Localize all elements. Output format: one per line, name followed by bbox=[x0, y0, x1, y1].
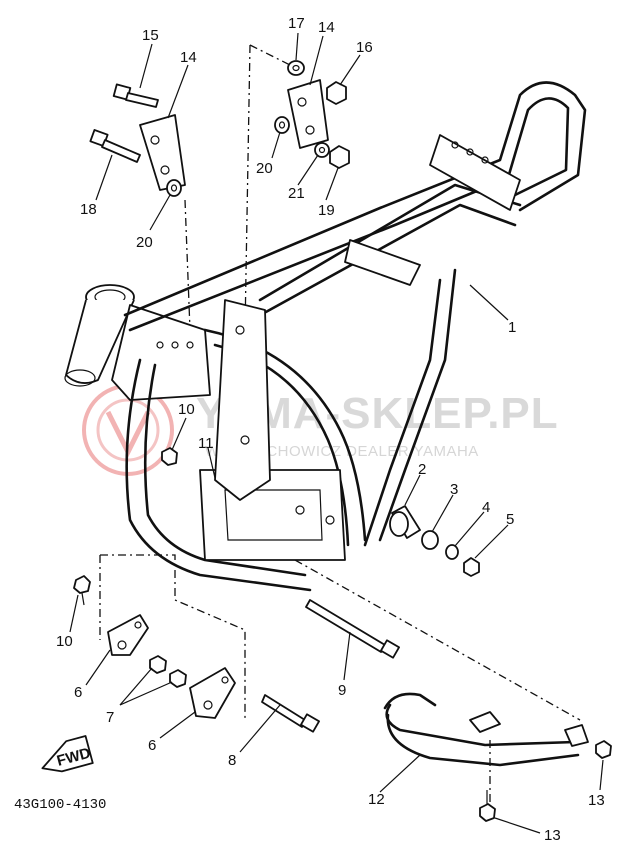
callout-14-right: 14 bbox=[318, 19, 335, 36]
seat-crossmember bbox=[429, 134, 521, 211]
frame-holes bbox=[156, 141, 489, 525]
callout-4: 4 bbox=[482, 499, 490, 516]
bolt-8 bbox=[261, 694, 320, 733]
engine-bracket-6-upper bbox=[107, 614, 149, 656]
nut-7b bbox=[169, 669, 187, 688]
bolt-18 bbox=[89, 129, 141, 163]
fwd-arrow: FWD bbox=[41, 735, 94, 773]
washer-17 bbox=[287, 60, 305, 76]
nut-5 bbox=[463, 557, 480, 577]
pivot-plate bbox=[214, 299, 271, 501]
callout-6-lower: 6 bbox=[148, 737, 156, 754]
washer-20-left bbox=[166, 179, 182, 197]
callout-6-upper: 6 bbox=[74, 684, 82, 701]
bolt-10-lower bbox=[73, 575, 91, 606]
callout-21: 21 bbox=[288, 185, 305, 202]
callout-18: 18 bbox=[80, 201, 97, 218]
callout-11: 11 bbox=[198, 435, 214, 452]
callout-13-right: 13 bbox=[588, 792, 605, 809]
washer-20-right bbox=[274, 116, 290, 134]
callout-16: 16 bbox=[356, 39, 373, 56]
bolt-10-upper bbox=[161, 447, 178, 466]
callout-1: 1 bbox=[508, 319, 516, 336]
callout-10-upper: 10 bbox=[178, 401, 195, 418]
engine-bracket-6-lower bbox=[189, 667, 236, 719]
callout-17: 17 bbox=[288, 15, 305, 32]
nut-19 bbox=[329, 145, 350, 169]
nut-7a bbox=[149, 655, 167, 674]
callout-14-left: 14 bbox=[180, 49, 197, 66]
washer-21 bbox=[314, 142, 330, 158]
callout-5: 5 bbox=[506, 511, 514, 528]
callout-20-left: 20 bbox=[136, 234, 153, 251]
callout-10-lower: 10 bbox=[56, 633, 73, 650]
callout-19: 19 bbox=[318, 202, 335, 219]
main-frame-assembly bbox=[64, 81, 587, 592]
cross-brace bbox=[344, 239, 421, 286]
callout-15: 15 bbox=[142, 27, 159, 44]
head-pipe bbox=[64, 284, 135, 387]
callout-7: 7 bbox=[106, 709, 114, 726]
bolt-15 bbox=[112, 83, 159, 108]
under-guard-12 bbox=[383, 692, 589, 767]
callout-2: 2 bbox=[418, 461, 426, 478]
engine-bracket-right bbox=[287, 79, 329, 149]
callout-3: 3 bbox=[450, 481, 458, 498]
callout-13-bottom: 13 bbox=[544, 827, 561, 844]
collar-2 bbox=[389, 505, 421, 539]
bolt-13-bottom bbox=[479, 790, 496, 822]
leader-lines bbox=[69, 32, 604, 834]
guide-lines bbox=[99, 44, 581, 805]
callout-8: 8 bbox=[228, 752, 236, 769]
washer-4 bbox=[445, 544, 459, 560]
callout-12: 12 bbox=[368, 791, 385, 808]
callouts: 1 2 3 4 5 6 6 7 8 9 10 10 11 12 13 13 14… bbox=[56, 15, 605, 844]
nut-16 bbox=[326, 81, 347, 105]
bolt-13-right bbox=[595, 740, 612, 759]
callout-9: 9 bbox=[338, 682, 346, 699]
bolt-9 bbox=[305, 599, 400, 659]
part-code: 43G100-4130 bbox=[14, 797, 106, 813]
head-gusset bbox=[111, 304, 211, 401]
callout-20-right: 20 bbox=[256, 160, 273, 177]
spacer-3 bbox=[421, 530, 439, 550]
engine-bracket-left bbox=[139, 114, 186, 191]
